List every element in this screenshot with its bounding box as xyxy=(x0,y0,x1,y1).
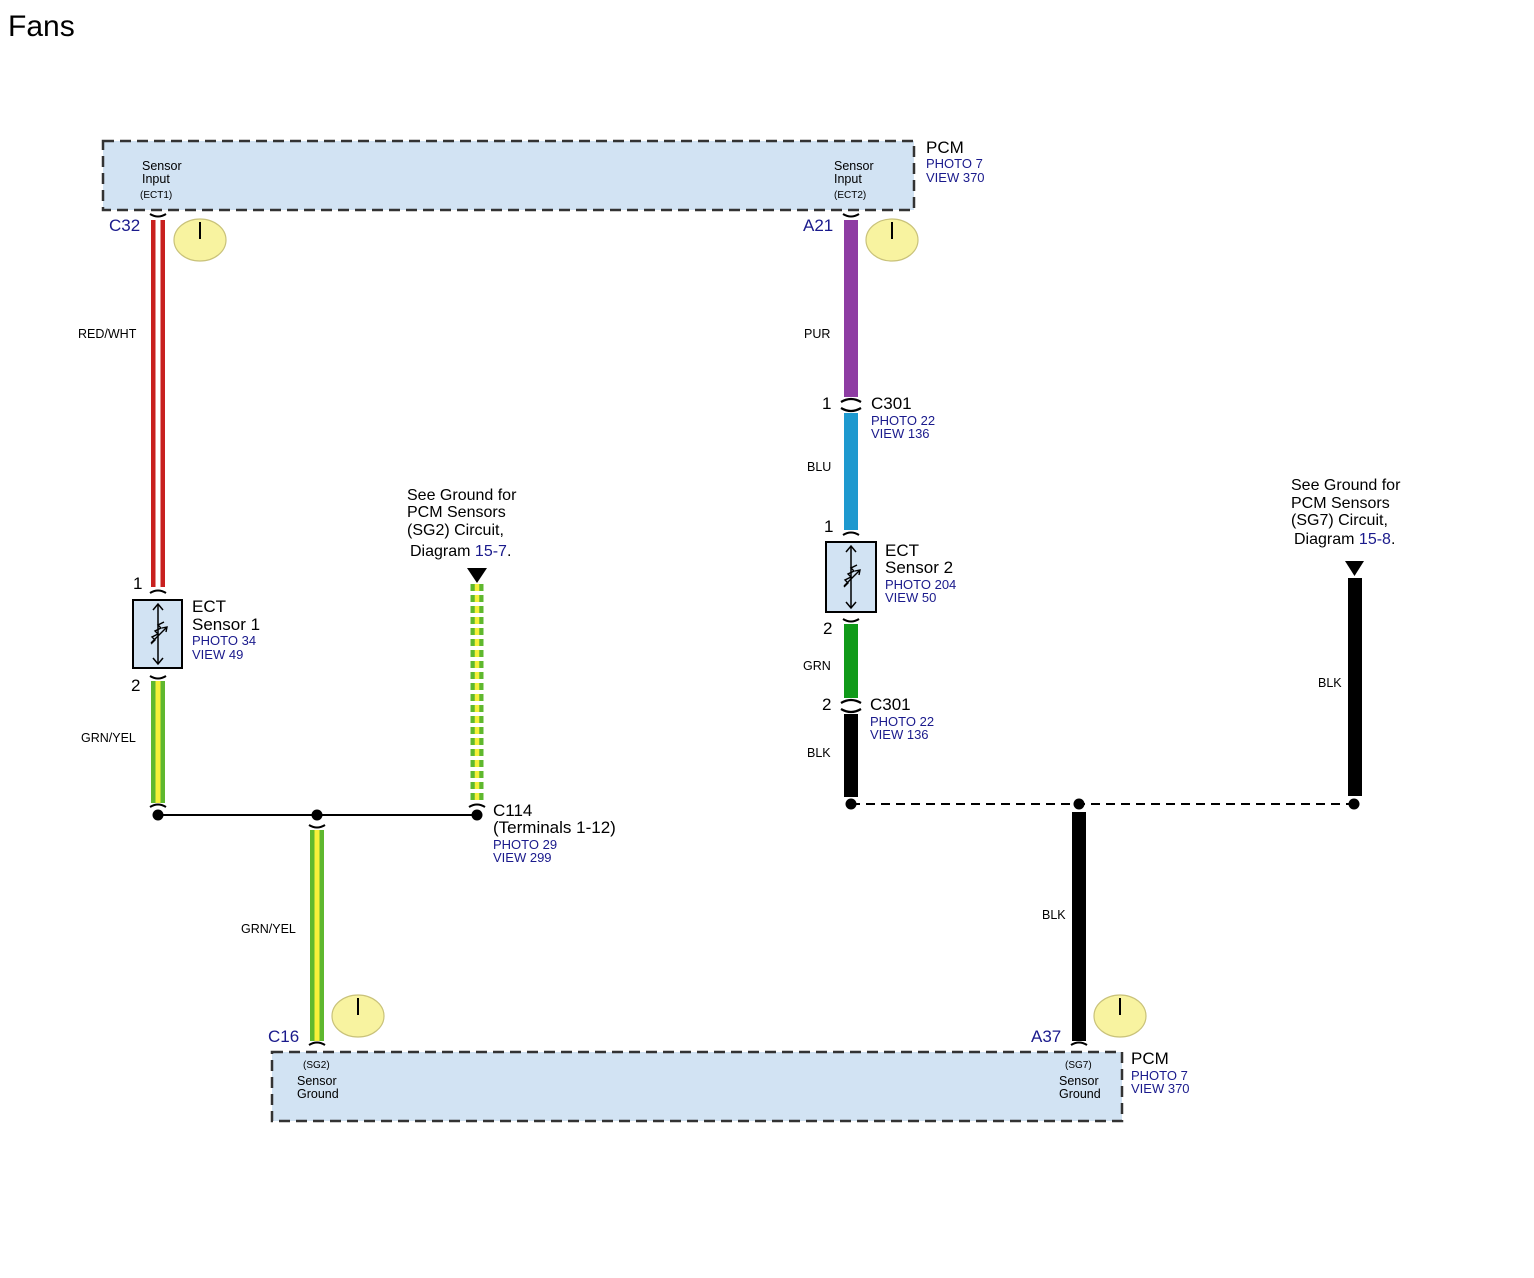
pcm-bottom-photo-link[interactable]: PHOTO 7 xyxy=(1131,1068,1188,1083)
pcm-bottom-left-ground-line1: Sensor xyxy=(297,1074,337,1088)
pcm-bottom-right-ground-line1: Sensor xyxy=(1059,1074,1099,1088)
c301-top-label: C301 xyxy=(871,394,912,413)
pcm-top-right-input-code: (ECT2) xyxy=(834,190,866,201)
arrow-down-icon xyxy=(467,568,487,583)
splice-node xyxy=(152,809,164,821)
note-sg2-line2: PCM Sensors xyxy=(407,504,506,521)
ect1-label-line1: ECT xyxy=(192,597,226,616)
pin-c16: C16 xyxy=(268,1027,299,1046)
c114-photo-link[interactable]: PHOTO 29 xyxy=(493,837,557,852)
note-sg2-line3: (SG2) Circuit, xyxy=(407,522,504,539)
wire-blu xyxy=(842,413,860,536)
pcm-bottom-box xyxy=(270,1050,1124,1123)
ect2-label-line1: ECT xyxy=(885,541,919,560)
c114-terminals: (Terminals 1-12) xyxy=(493,818,616,837)
note-sg7-line1: See Ground for xyxy=(1291,477,1401,494)
note-sg7-line3: (SG7) Circuit, xyxy=(1291,512,1388,529)
wire-label-grn: GRN xyxy=(803,659,831,673)
pcm-bottom-view-link[interactable]: VIEW 370 xyxy=(1131,1081,1190,1096)
wire-label-pur: PUR xyxy=(804,327,830,341)
c301-top-view-link[interactable]: VIEW 136 xyxy=(871,426,930,441)
pcm-top-left-input-line2: Input xyxy=(142,172,170,186)
pcm-top-box xyxy=(101,139,916,212)
ect1-pin-top: 1 xyxy=(133,574,142,593)
c301-bottom-connector xyxy=(840,698,862,714)
wire-blk-right xyxy=(1348,578,1362,796)
ect2-pin-bottom: 2 xyxy=(823,619,832,638)
pin-a37: A37 xyxy=(1031,1027,1061,1046)
indicator-icon xyxy=(331,994,385,1038)
pcm-bottom-left-ground-code: (SG2) xyxy=(303,1060,330,1071)
page-title: Fans xyxy=(8,10,75,43)
indicator-icon xyxy=(173,218,227,262)
pcm-bottom-left-ground-line2: Ground xyxy=(297,1087,339,1101)
ect2-pin-top: 1 xyxy=(824,517,833,536)
wire-pur xyxy=(842,213,860,397)
pcm-top-label: PCM xyxy=(926,138,964,157)
splice-node xyxy=(471,809,483,821)
pcm-bottom-right-ground-code: (SG7) xyxy=(1065,1060,1092,1071)
wire-label-blk-c301: BLK xyxy=(807,746,831,760)
pcm-top-photo-link[interactable]: PHOTO 7 xyxy=(926,156,983,171)
c114-view-link[interactable]: VIEW 299 xyxy=(493,850,552,865)
diagram-15-8-link[interactable]: 15-8 xyxy=(1359,531,1391,548)
pin-a21: A21 xyxy=(803,216,833,235)
c301-bottom-view-link[interactable]: VIEW 136 xyxy=(870,727,929,742)
ect1-photo-link[interactable]: PHOTO 34 xyxy=(192,633,256,648)
wire-sg2-dashed xyxy=(467,568,487,808)
indicator-icon xyxy=(865,218,919,262)
wire-blk-lower xyxy=(1070,812,1088,1046)
c301-top-pin: 1 xyxy=(822,394,831,413)
c301-bottom-pin: 2 xyxy=(822,695,831,714)
wire-label-grn-yel-lower: GRN/YEL xyxy=(241,922,296,936)
note-sg7-line4: Diagram 15-8. xyxy=(1294,531,1395,548)
ect-sensor-1 xyxy=(132,599,183,669)
c114-label: C114 xyxy=(493,801,532,820)
pcm-top-right-input-line2: Input xyxy=(834,172,862,186)
diagram-15-7-link[interactable]: 15-7 xyxy=(475,543,507,560)
ect-sensor-2 xyxy=(825,541,877,613)
note-sg2-line4: Diagram 15-7. xyxy=(410,543,511,560)
ect1-pin-bottom: 2 xyxy=(131,676,140,695)
ect1-label-line2: Sensor 1 xyxy=(192,615,260,634)
ect2-view-link[interactable]: VIEW 50 xyxy=(885,590,936,605)
splice-node xyxy=(311,809,323,821)
thermistor-icon xyxy=(843,564,861,588)
note-sg7-line2: PCM Sensors xyxy=(1291,495,1390,512)
splice-node xyxy=(1073,798,1085,810)
splice-node xyxy=(845,798,857,810)
pcm-top-left-input-code: (ECT1) xyxy=(140,190,172,201)
ect1-view-link[interactable]: VIEW 49 xyxy=(192,647,243,662)
ect2-photo-link[interactable]: PHOTO 204 xyxy=(885,577,956,592)
wire-blk-c301 xyxy=(844,714,858,797)
pcm-top-view-link[interactable]: VIEW 370 xyxy=(926,170,985,185)
pcm-top-left-input-line1: Sensor xyxy=(142,159,182,173)
wire-label-blk-lower: BLK xyxy=(1042,908,1066,922)
wire-grn xyxy=(842,618,860,698)
wire-grn-yel-upper xyxy=(149,675,167,808)
wire-grn-yel-lower xyxy=(308,824,326,1046)
pcm-bottom-label: PCM xyxy=(1131,1049,1169,1068)
indicator-icon xyxy=(1093,994,1147,1038)
c301-top-photo-link[interactable]: PHOTO 22 xyxy=(871,413,935,428)
wire-label-blk-right: BLK xyxy=(1318,676,1342,690)
ect2-label-line2: Sensor 2 xyxy=(885,558,953,577)
wire-red-wht xyxy=(149,213,167,594)
wire-label-grn-yel-upper: GRN/YEL xyxy=(81,731,136,745)
note-sg2-line1: See Ground for xyxy=(407,487,517,504)
pcm-bottom-right-ground-line2: Ground xyxy=(1059,1087,1101,1101)
c301-bottom-photo-link[interactable]: PHOTO 22 xyxy=(870,714,934,729)
pin-c32: C32 xyxy=(109,216,140,235)
splice-node xyxy=(1348,798,1360,810)
thermistor-icon xyxy=(150,621,168,645)
wire-label-blu: BLU xyxy=(807,460,831,474)
c301-bottom-label: C301 xyxy=(870,695,911,714)
wire-label-red-wht: RED/WHT xyxy=(78,327,137,341)
c301-top-connector xyxy=(840,397,862,413)
arrow-down-icon xyxy=(1345,561,1364,576)
pcm-top-right-input-line1: Sensor xyxy=(834,159,874,173)
